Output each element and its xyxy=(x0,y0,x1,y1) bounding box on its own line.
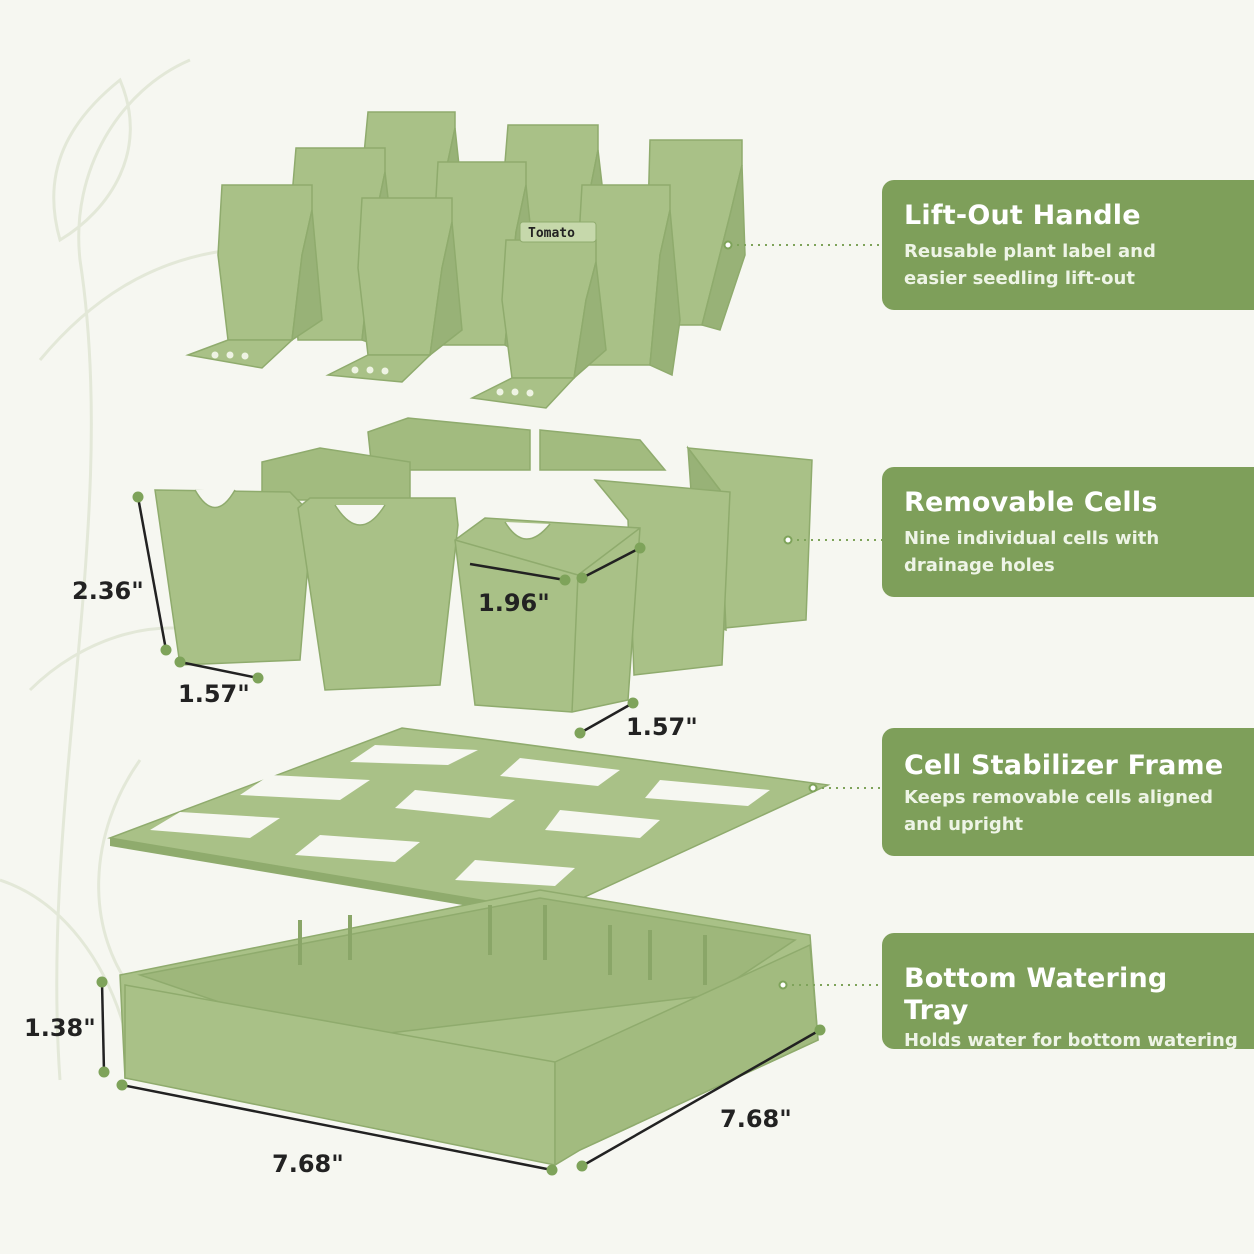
feature-title: Bottom Watering Tray xyxy=(904,963,1168,1026)
handle xyxy=(185,184,323,369)
feature-title: Removable Cells xyxy=(904,487,1158,518)
feature-card-lift-out-handle: Lift-Out Handle Reusable plant label and… xyxy=(882,180,1254,310)
stabilizer-frame xyxy=(107,727,831,920)
dimension-lines xyxy=(100,496,821,1172)
plant-label-tag xyxy=(519,221,597,243)
feature-card-watering-tray: Bottom Watering Tray Holds water for bot… xyxy=(882,933,1254,1051)
cell-height-label: 2.36" xyxy=(72,577,144,605)
botanical-background xyxy=(0,58,231,1081)
handle-holes xyxy=(211,351,534,397)
feature-description: Holds water for bottom watering xyxy=(904,1030,1238,1051)
tray-ribs xyxy=(298,905,707,985)
handle xyxy=(325,197,463,383)
handle xyxy=(469,239,607,409)
feature-card-stabilizer-frame: Cell Stabilizer Frame Keeps removable ce… xyxy=(882,728,1254,856)
callout-leaders xyxy=(730,244,882,986)
watering-tray xyxy=(119,889,819,1167)
feature-title: Lift-Out Handle xyxy=(904,200,1141,231)
frame-openings xyxy=(150,745,770,886)
cell xyxy=(154,489,313,666)
tray-width-label: 7.68" xyxy=(720,1105,792,1133)
cell-top-width-label: 1.96" xyxy=(478,589,550,617)
cell xyxy=(539,429,667,471)
cell-base-right-label: 1.57" xyxy=(626,713,698,741)
cell xyxy=(454,517,641,713)
dimension-dots xyxy=(96,491,826,1176)
lift-out-handles xyxy=(185,111,746,409)
feature-card-removable-cells: Removable Cells Nine individual cells wi… xyxy=(882,467,1254,597)
cell-base-left-label: 1.57" xyxy=(178,680,250,708)
cell xyxy=(297,497,459,691)
plant-label-text: Tomato xyxy=(528,226,575,241)
tray-height-label: 1.38" xyxy=(24,1014,96,1042)
feature-title: Cell Stabilizer Frame xyxy=(904,750,1224,781)
removable-cells xyxy=(154,417,813,713)
callout-anchors xyxy=(723,240,818,990)
tray-length-label: 7.68" xyxy=(272,1150,344,1178)
